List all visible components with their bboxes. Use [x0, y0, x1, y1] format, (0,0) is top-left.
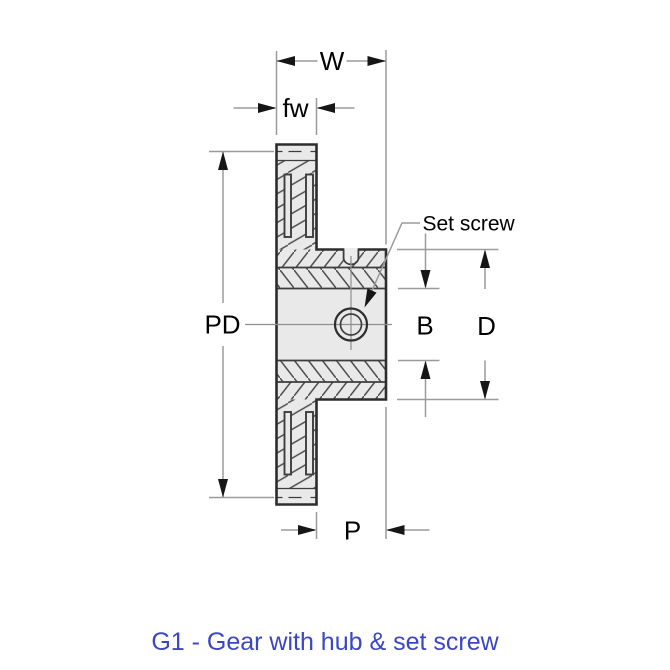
web-strip-upper-right — [305, 173, 314, 238]
set-screw-circle-inner — [339, 313, 363, 336]
set-screw-leader — [364, 222, 420, 308]
set-screw-hole-fill — [344, 248, 358, 261]
set-screw-leader-line — [368, 222, 420, 298]
web-strip-lower-right — [305, 411, 314, 476]
hatch-hub-bottom-band — [276, 382, 386, 400]
label-overall-width: W — [320, 46, 345, 76]
dim-p-arrow-left — [298, 525, 317, 535]
dim-face-width — [233, 103, 355, 113]
gear-outline — [275, 143, 388, 506]
dimensions — [209, 50, 499, 539]
hatch-hub-top-band — [276, 249, 386, 268]
label-face-width: fw — [283, 93, 309, 123]
label-pitch-diameter: PD — [204, 310, 240, 340]
diagram-caption: G1 - Gear with hub & set screw — [151, 628, 499, 656]
dim-fw-arrow-left — [258, 103, 277, 113]
dim-pd-arrow-top — [218, 151, 228, 170]
dim-w-arrow-left — [276, 56, 295, 66]
dim-b-arrow-bottom — [420, 360, 431, 379]
label-hub-diameter: D — [477, 311, 496, 341]
hatch-bore-top-band — [276, 267, 386, 289]
set-screw-circle-outer — [333, 307, 369, 342]
dim-d-arrow-bottom — [480, 381, 490, 400]
gear-body — [245, 143, 392, 506]
dim-w-arrow-right — [367, 56, 386, 66]
web-strip-lower-left — [283, 411, 292, 476]
dim-d-arrow-top — [480, 249, 490, 268]
dim-hub-diameter — [480, 249, 490, 400]
dim-pitch-diameter — [218, 151, 228, 498]
label-set-screw: Set screw — [423, 213, 516, 236]
dim-hub-projection — [281, 525, 430, 535]
dim-fw-arrow-right — [316, 103, 335, 113]
dim-p-arrow-right — [386, 525, 405, 535]
web-strip-upper-left — [283, 173, 292, 238]
label-bore: B — [416, 311, 433, 341]
dim-b-arrow-top — [420, 270, 431, 289]
dim-overall-width — [276, 56, 386, 66]
set-screw-leader-arrow — [364, 288, 377, 308]
dim-bore — [420, 233, 431, 417]
label-hub-projection: P — [344, 516, 361, 546]
dim-pd-arrow-bottom — [218, 479, 228, 498]
hatch-bore-bottom-band — [276, 360, 386, 382]
